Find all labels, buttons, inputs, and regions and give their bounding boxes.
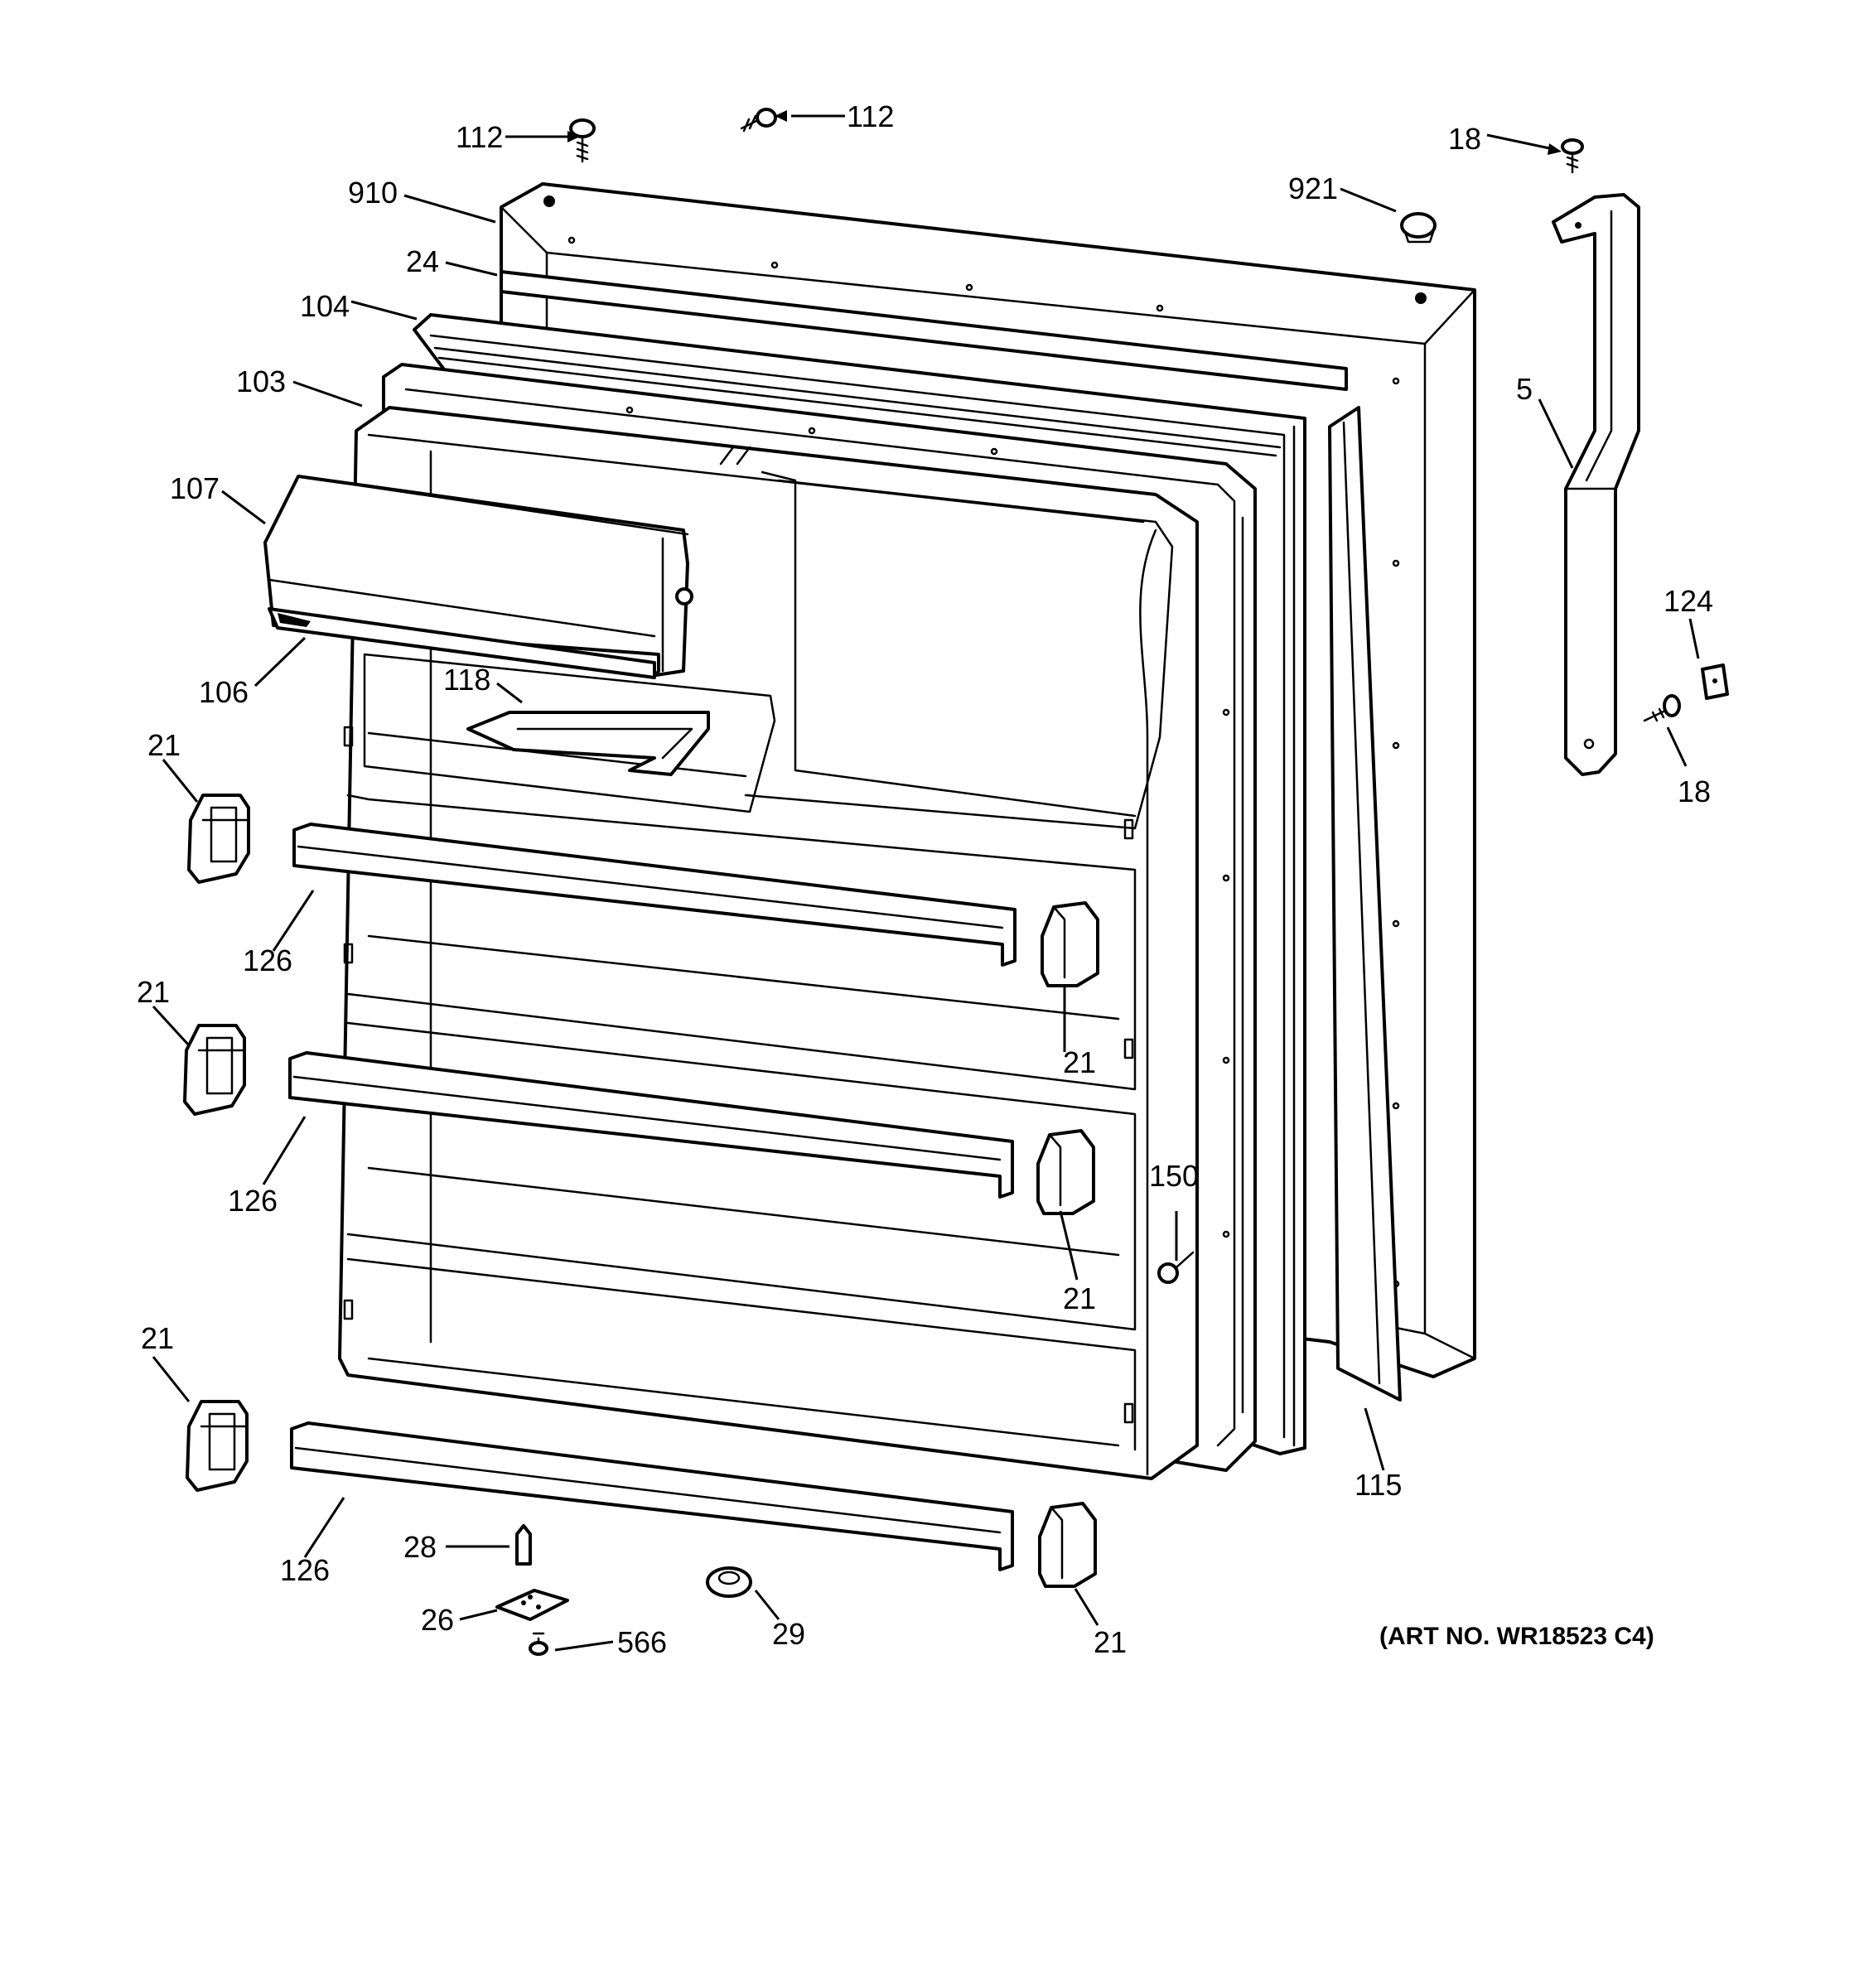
callout-21-left-3: 21	[141, 1321, 174, 1355]
tray-118	[466, 711, 710, 776]
rail-end-cap-21-left-1	[187, 794, 250, 884]
screw-112-top	[740, 108, 777, 133]
callout-103: 103	[236, 364, 286, 398]
shelf-rail-126-middle	[288, 1051, 1014, 1199]
callout-115: 115	[1355, 1468, 1402, 1502]
callout-29: 29	[772, 1617, 805, 1651]
grommet-29	[706, 1566, 752, 1598]
callout-106: 106	[199, 675, 249, 709]
callout-104: 104	[300, 289, 350, 323]
rail-end-cap-21-right-3	[1038, 1502, 1097, 1588]
callout-118: 118	[443, 663, 490, 697]
shelf-rail-126-lower	[290, 1421, 1014, 1571]
callout-24: 24	[406, 244, 439, 278]
callout-26: 26	[421, 1603, 454, 1637]
callout-150: 150	[1149, 1159, 1199, 1193]
top-trim-24	[500, 270, 1348, 391]
bracket-26	[495, 1589, 569, 1621]
screw-150	[1157, 1251, 1195, 1284]
seal-strip-115	[1328, 406, 1402, 1402]
callout-124: 124	[1664, 584, 1713, 618]
callout-5: 5	[1516, 372, 1533, 406]
inner-door-panel	[338, 406, 1199, 1480]
art-number: (ART NO. WR18523 C4)	[1379, 1623, 1654, 1650]
callout-21-right-3: 21	[1094, 1625, 1127, 1659]
rail-end-cap-21-right-2	[1036, 1129, 1095, 1215]
rail-end-cap-21-right-1	[1041, 901, 1099, 987]
rail-end-cap-21-left-3	[186, 1400, 249, 1492]
shelf-rail-126-upper	[292, 823, 1017, 967]
callout-112-top-left: 112	[456, 120, 503, 154]
callout-566: 566	[617, 1625, 667, 1659]
callout-labels: 112 112 18 910 921 24 104 103 5 107 124 …	[137, 99, 1713, 1659]
door-handle-5	[1552, 193, 1640, 776]
screw-566	[529, 1632, 548, 1656]
callout-18-top: 18	[1448, 122, 1481, 156]
plug-button-921	[1400, 212, 1437, 244]
callout-126-upper: 126	[243, 943, 292, 977]
leader-lines	[152, 114, 1700, 1652]
callout-126-lower: 126	[280, 1553, 330, 1587]
pin-28	[515, 1524, 532, 1566]
callout-28: 28	[403, 1530, 437, 1564]
dairy-door-frame-106	[268, 607, 656, 679]
callout-21-right-1: 21	[1063, 1045, 1096, 1079]
callout-112-top: 112	[847, 99, 894, 133]
callout-107: 107	[170, 471, 220, 505]
callout-21-left-1: 21	[147, 728, 181, 762]
screw-18-right	[1643, 694, 1681, 722]
callout-910: 910	[348, 176, 398, 210]
clip-124	[1701, 663, 1729, 700]
callout-921: 921	[1288, 171, 1338, 205]
callout-126-middle: 126	[228, 1184, 278, 1218]
screw-18-top	[1561, 138, 1584, 174]
callout-21-right-2: 21	[1063, 1281, 1096, 1315]
callout-18-right: 18	[1678, 774, 1711, 808]
rail-end-cap-21-left-2	[183, 1024, 246, 1116]
callout-21-left-2: 21	[137, 975, 170, 1009]
leader-arrowheads	[567, 110, 1562, 155]
screw-112-top-left	[569, 118, 596, 163]
